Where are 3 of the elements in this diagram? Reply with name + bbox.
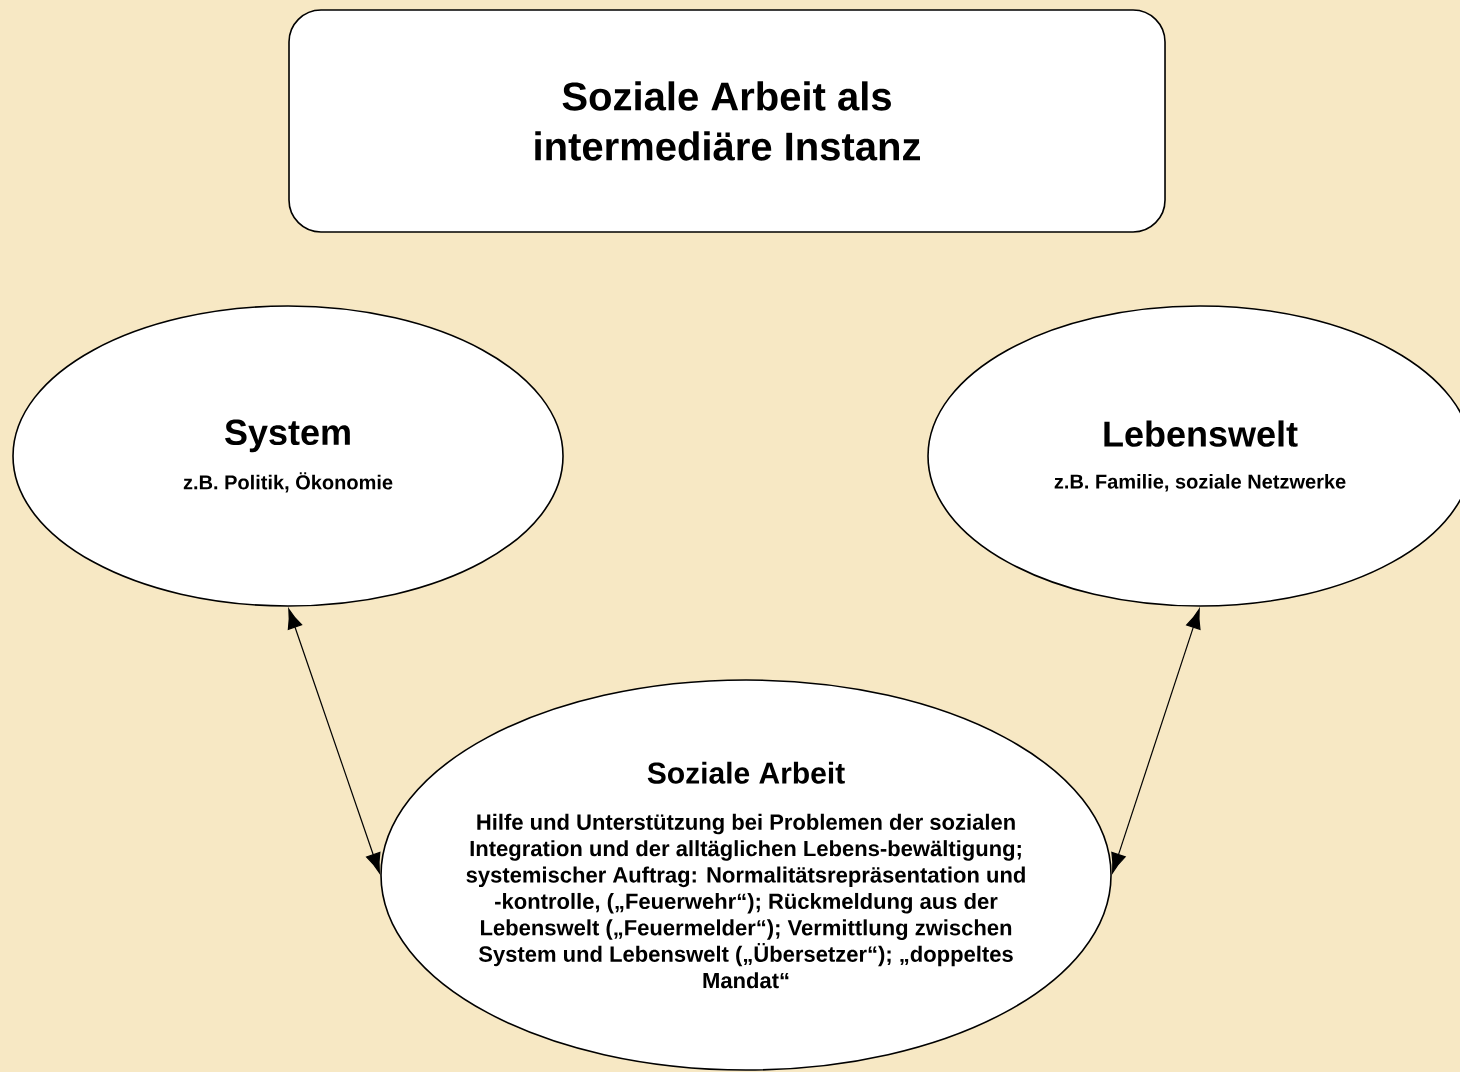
arrow — [1111, 608, 1201, 874]
title-box: Soziale Arbeit als intermediäre Instanz — [288, 9, 1166, 233]
arrow — [287, 608, 381, 874]
